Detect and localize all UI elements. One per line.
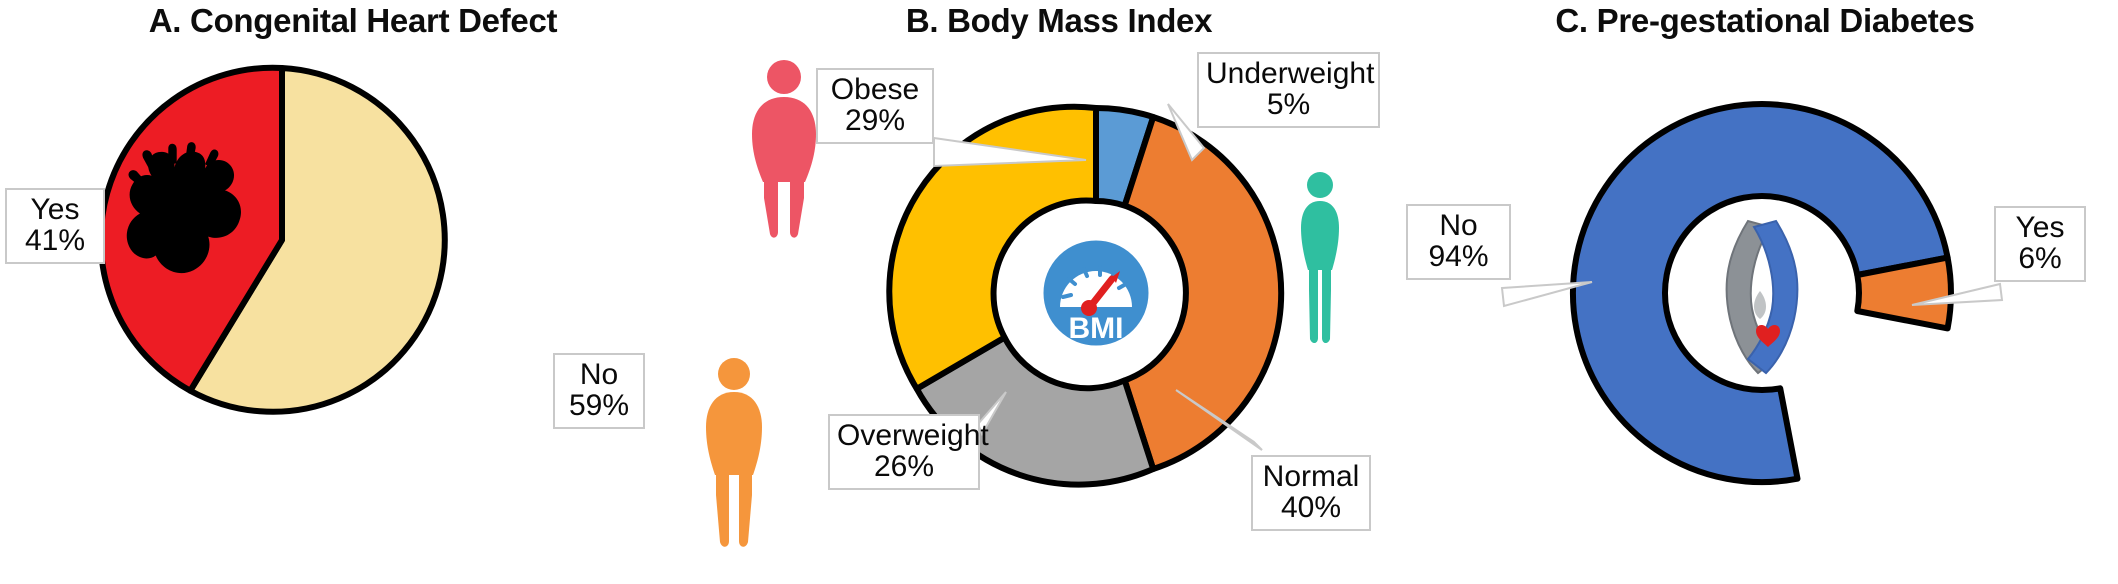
callout-no-94[interactable]: No 94%: [1406, 204, 1511, 281]
callout-label-value: 26%: [873, 450, 935, 484]
panel-body-mass-index: B. Body Mass Index: [706, 0, 1412, 584]
bmi-gauge-label: BMI: [1069, 312, 1124, 345]
callout-label-name: No: [579, 358, 619, 391]
panel-c-donut-chart: [1569, 101, 1954, 486]
callout-label-name: Yes: [2015, 211, 2065, 244]
callout-yes-6[interactable]: Yes 6%: [1994, 206, 2086, 283]
donut-slice-yes[interactable]: [1854, 254, 1954, 332]
callout-obese-29[interactable]: Obese 29%: [816, 68, 934, 145]
panel-c-title: C. Pre-gestational Diabetes: [1555, 2, 1975, 39]
callout-label-name: Normal: [1262, 460, 1360, 493]
callout-no-59[interactable]: No 59%: [553, 353, 645, 430]
panel-a-pie-chart: [97, 64, 448, 415]
overweight-person-icon: [706, 358, 762, 547]
callout-label-value: 94%: [1428, 240, 1489, 274]
callout-underweight-5[interactable]: Underweight 5%: [1197, 52, 1380, 129]
callout-label-value: 40%: [1280, 491, 1342, 525]
callout-overweight-26[interactable]: Overweight 26%: [828, 414, 989, 491]
normal-person-icon: [1301, 172, 1339, 344]
callout-yes-41[interactable]: Yes 41%: [5, 188, 105, 265]
callout-label-value: 29%: [844, 104, 906, 138]
donut-slice-no[interactable]: [1569, 101, 1951, 486]
callout-label-name: Yes: [30, 193, 80, 226]
panel-pre-gestational-diabetes: C. Pre-gestational Diabetes No 94%: [1406, 0, 2118, 584]
callout-label-name: Obese: [830, 73, 920, 106]
callout-label-name: No: [1439, 209, 1478, 242]
obese-person-icon: [752, 60, 816, 238]
callout-label-value: 41%: [24, 224, 86, 258]
panel-b-title: B. Body Mass Index: [905, 2, 1213, 39]
bmi-gauge-icon: BMI: [1038, 235, 1154, 351]
panel-a-title: A. Congenital Heart Defect: [148, 2, 558, 39]
pie-slice-no[interactable]: [187, 65, 448, 415]
callout-label-value: 5%: [1266, 88, 1311, 122]
callout-label-name: Underweight: [1206, 57, 1375, 90]
callout-label-value: 6%: [2018, 242, 2062, 276]
heart-icon: [126, 142, 241, 274]
panel-congenital-heart-defect: A. Congenital Heart Defect Yes 41% No 59…: [0, 0, 706, 584]
callout-label-value: 59%: [568, 389, 630, 423]
donut-slice-obese[interactable]: [886, 103, 1099, 392]
awareness-ribbon-icon: [1725, 219, 1799, 375]
callout-label-name: Overweight: [837, 419, 989, 452]
callout-normal-40[interactable]: Normal 40%: [1251, 455, 1371, 532]
